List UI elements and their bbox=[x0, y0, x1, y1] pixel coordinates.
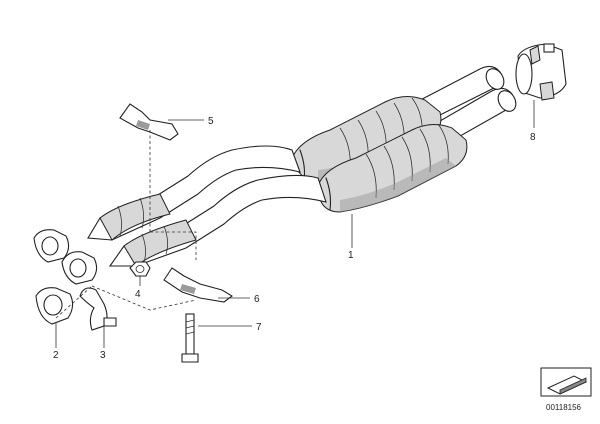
image-code: 00118156 bbox=[546, 403, 582, 412]
part-label-3: 3 bbox=[100, 350, 106, 361]
mount-bracket bbox=[119, 103, 179, 141]
front-pipes bbox=[87, 145, 327, 267]
bolt bbox=[181, 313, 199, 363]
leader-lines bbox=[55, 100, 535, 348]
part-label-2: 2 bbox=[53, 350, 59, 361]
part-label-6: 6 bbox=[254, 294, 260, 305]
hex-nut bbox=[129, 261, 151, 277]
catalytic-converter bbox=[291, 96, 468, 213]
reference-lines bbox=[55, 130, 197, 319]
part-label-7: 7 bbox=[256, 322, 262, 333]
support-bracket bbox=[163, 267, 233, 303]
part-labels: 1 2 3 4 5 6 7 8 bbox=[53, 116, 536, 361]
gasket bbox=[35, 287, 74, 325]
part-label-4: 4 bbox=[135, 289, 141, 300]
pipe-clamp bbox=[515, 43, 567, 101]
reference-box: 00118156 bbox=[540, 367, 592, 412]
clamp-bracket bbox=[79, 287, 117, 331]
pipe-flanges bbox=[33, 229, 98, 285]
part-label-8: 8 bbox=[530, 132, 536, 143]
part-label-1: 1 bbox=[348, 250, 354, 261]
part-label-5: 5 bbox=[208, 116, 214, 127]
